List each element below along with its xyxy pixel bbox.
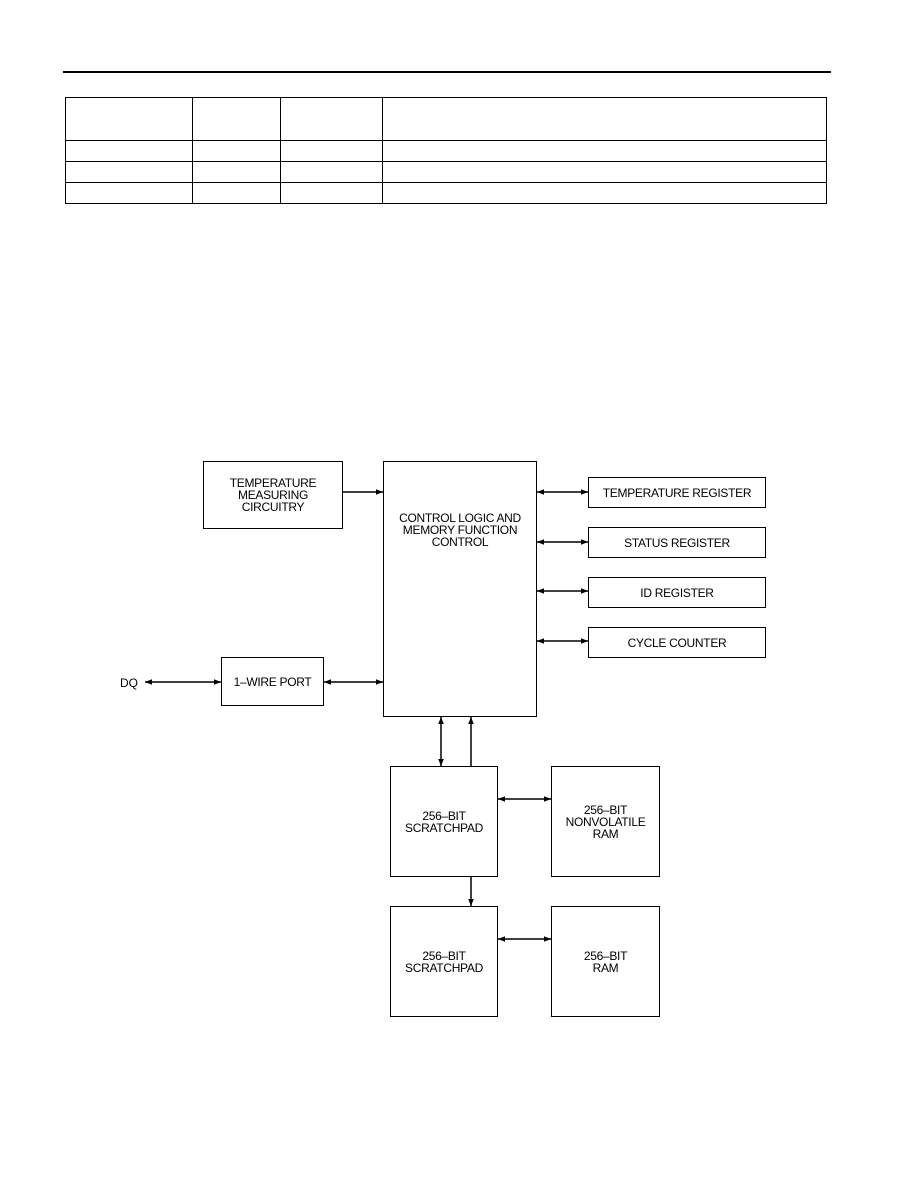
status-register-block: STATUS REGISTER [588, 527, 766, 558]
ram-block: 256–BIT RAM [551, 906, 660, 1017]
temperature-measuring-block: TEMPERATURE MEASURING CIRCUITRY [203, 461, 343, 529]
header-rule [63, 71, 831, 73]
pin-description-table [65, 97, 827, 204]
id-register-block: ID REGISTER [588, 577, 766, 608]
nonvolatile-ram-block: 256–BIT NONVOLATILE RAM [551, 766, 660, 877]
table-row [65, 182, 827, 204]
table-header-row [65, 97, 827, 141]
control-logic-block: CONTROL LOGIC AND MEMORY FUNCTION CONTRO… [383, 461, 537, 717]
cycle-counter-block: CYCLE COUNTER [588, 627, 766, 658]
dq-label: DQ [120, 676, 138, 690]
temperature-register-block: TEMPERATURE REGISTER [588, 477, 766, 508]
scratchpad-block-2: 256–BIT SCRATCHPAD [390, 906, 498, 1017]
one-wire-port-block: 1–WIRE PORT [221, 657, 324, 706]
scratchpad-block-1: 256–BIT SCRATCHPAD [390, 766, 498, 877]
